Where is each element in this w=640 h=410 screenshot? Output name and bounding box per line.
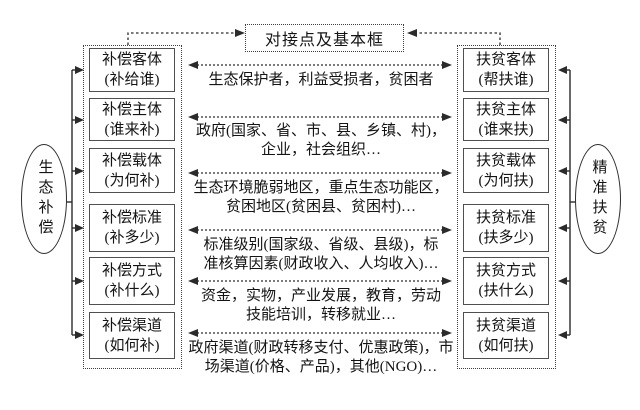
top-right-connector: [407, 29, 501, 45]
center-annotation-subject: 政府(国家、省、市、县、乡镇、村)， 企业，社会组织…: [196, 123, 446, 158]
right-box-mode: 扶贫方式 (扶什么): [463, 257, 549, 305]
ecological-compensation-label: 生态补偿: [36, 159, 53, 239]
left-box-mode: 补偿方式 (补什么): [89, 257, 175, 305]
center-double-arrows: [188, 61, 452, 337]
box-subtitle: (如何补): [104, 337, 160, 354]
right-trunk-line: [558, 66, 577, 339]
center-annotation-mode: 资金，实物，产业发展，教育，劳动 技能培训，转移就业…: [200, 288, 441, 323]
right-box-standard: 扶贫标准 (扶多少): [463, 204, 549, 252]
left-box-carrier: 补偿载体 (为何补): [89, 148, 175, 193]
box-subtitle: (为何扶): [478, 172, 534, 189]
box-title: 扶贫主体: [475, 101, 536, 118]
left-box-standard: 补偿标准 (补多少): [89, 204, 175, 252]
right-box-channel: 扶贫渠道 (如何扶): [463, 312, 549, 359]
box-subtitle: (扶什么): [478, 283, 534, 299]
box-subtitle: (帮扶谁): [478, 72, 534, 88]
targeted-poverty-alleviation-ellipse: 精准扶贫: [575, 144, 621, 254]
box-subtitle: (补给谁): [104, 72, 160, 88]
docking-point-box: 对接点及基本框: [245, 24, 404, 52]
docking-point-label: 对接点及基本框: [264, 32, 384, 49]
box-title: 扶贫方式: [475, 263, 536, 279]
box-subtitle: (如何扶): [478, 337, 534, 354]
box-subtitle: (为何补): [104, 172, 160, 189]
targeted-poverty-alleviation-label: 精准扶贫: [590, 159, 607, 239]
box-title: 补偿客体: [101, 52, 162, 68]
box-title: 扶贫渠道: [475, 317, 536, 334]
center-annotation-object: 生态保护者，利益受损者，贫困者: [208, 72, 434, 88]
right-column-container: [457, 45, 556, 369]
right-box-carrier: 扶贫载体 (为何扶): [463, 148, 549, 193]
left-box-subject: 补偿主体 (谁来补): [89, 98, 175, 141]
box-subtitle: (补多少): [104, 230, 160, 246]
box-title: 扶贫客体: [475, 52, 536, 68]
center-annotation-standard: 标准级别(国家级、省级、县级)，标 准核算因素(财政收入、人均收入)…: [203, 237, 439, 272]
box-title: 补偿标准: [101, 210, 162, 226]
box-title: 补偿主体: [101, 101, 162, 118]
center-annotation-channel: 政府渠道(财政转移支付、优惠政策)，市 场渠道(价格、产品)，其他(NGO)…: [188, 340, 454, 375]
top-left-connector: [127, 29, 245, 45]
left-trunk-line: [65, 66, 84, 339]
box-subtitle: (谁来扶): [478, 121, 534, 138]
box-subtitle: (补什么): [104, 283, 160, 299]
box-title: 补偿载体: [101, 152, 162, 169]
box-subtitle: (扶多少): [478, 230, 534, 246]
right-box-subject: 扶贫主体 (谁来扶): [463, 98, 549, 141]
right-box-object: 扶贫客体 (帮扶谁): [463, 48, 549, 92]
box-title: 补偿渠道: [101, 317, 162, 334]
left-column-container: [83, 45, 182, 369]
ecological-compensation-ellipse: 生态补偿: [21, 144, 67, 254]
box-title: 扶贫标准: [475, 210, 536, 226]
box-title: 扶贫载体: [475, 152, 536, 169]
center-annotation-carrier: 生态环境脆弱地区，重点生态功能区， 贫困地区(贫困县、贫困村)…: [193, 180, 449, 215]
box-subtitle: (谁来补): [104, 121, 160, 138]
left-box-object: 补偿客体 (补给谁): [89, 48, 175, 92]
box-title: 补偿方式: [101, 263, 162, 279]
left-box-channel: 补偿渠道 (如何补): [89, 312, 175, 359]
